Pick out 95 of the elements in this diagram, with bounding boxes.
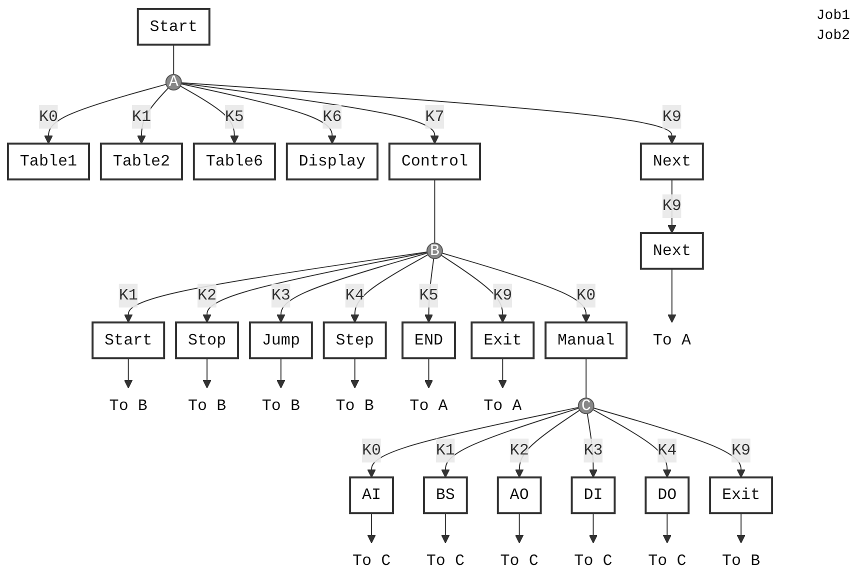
node-text: To B [262, 396, 300, 414]
node-box: Control [388, 142, 481, 180]
arrow [441, 512, 450, 543]
arrow [137, 87, 169, 144]
node-box: AO [496, 476, 542, 514]
node-box: BS [422, 476, 468, 514]
node-text: To C [648, 552, 686, 570]
arrow [593, 407, 746, 478]
edge-label: K0 [38, 108, 58, 126]
node-circle: A [165, 74, 182, 90]
node-text: To C [352, 552, 391, 570]
edge-label: K3 [584, 441, 603, 460]
edge-label: K2 [197, 286, 217, 304]
node-box: END [402, 321, 456, 359]
edge-label: K5 [419, 286, 438, 304]
edge-label: K9 [662, 196, 682, 215]
node-box: Display [286, 142, 378, 180]
edge-label: K1 [436, 441, 455, 460]
edge-label: K6 [322, 108, 342, 126]
arrow [202, 252, 428, 322]
edge-label: K5 [224, 108, 244, 126]
arrow [424, 357, 434, 388]
connector [586, 357, 587, 398]
node-box: Step [322, 321, 387, 359]
arrow [350, 254, 428, 322]
arrow [180, 82, 440, 144]
note-text: Job1 [816, 8, 850, 24]
node-text: To B [722, 552, 760, 570]
node-box: AI [349, 476, 394, 514]
node-box: Table6 [192, 142, 276, 180]
node-box: Start [92, 321, 166, 359]
edge-label: K9 [732, 441, 751, 460]
arrow [124, 251, 428, 322]
node-text: To C [426, 552, 465, 570]
edge-label: K0 [362, 441, 382, 460]
edge-label: K0 [576, 286, 596, 304]
edge-label: K1 [118, 286, 138, 304]
node-box: Exit [709, 476, 774, 514]
node-text: To B [109, 396, 148, 414]
arrow [367, 406, 579, 478]
arrow [668, 178, 676, 234]
arrow [498, 357, 508, 388]
arrow [276, 357, 286, 388]
arrow [668, 268, 676, 322]
node-box: Table2 [100, 142, 183, 180]
node-box: Next [640, 232, 704, 270]
node-text: To A [410, 396, 448, 414]
node-box: Exit [470, 321, 535, 359]
arrow [440, 254, 508, 322]
arrow [180, 83, 337, 144]
edge-label: K9 [662, 108, 682, 126]
connector [434, 178, 436, 244]
arrow [586, 412, 598, 478]
note-text: Job2 [816, 28, 850, 44]
node-box: Start [136, 8, 210, 46]
node-circle: B [426, 242, 443, 259]
arrow [592, 408, 672, 478]
arrow [442, 252, 590, 322]
node-text: To B [188, 396, 226, 414]
edge-label: K1 [132, 108, 151, 126]
node-text: To B [336, 396, 374, 414]
arrow [202, 357, 212, 388]
node-text: To A [652, 331, 691, 349]
edge-label: K9 [493, 286, 512, 304]
node-text: To C [500, 552, 538, 570]
edge-label: K3 [271, 286, 290, 304]
node-box: DO [644, 476, 690, 514]
node-box: Table1 [6, 142, 90, 180]
edge-label: K7 [425, 108, 444, 126]
node-text: To A [484, 396, 522, 414]
arrow [180, 82, 676, 144]
node-box: Next [640, 142, 704, 180]
edge-label: K4 [658, 441, 677, 460]
arrow [350, 357, 360, 388]
arrow [662, 512, 672, 543]
connector [173, 44, 174, 75]
arrow [736, 512, 746, 543]
arrow [276, 252, 428, 322]
arrow [44, 84, 167, 144]
edge-label: K4 [345, 286, 364, 304]
arrow [424, 258, 434, 322]
arrow [588, 512, 598, 543]
node-box: DI [570, 476, 616, 514]
arrow [514, 409, 580, 478]
arrow [124, 357, 133, 388]
arrow [514, 512, 524, 543]
node-box: Manual [544, 321, 628, 359]
node-text: To C [574, 552, 612, 570]
node-circle: C [578, 397, 594, 414]
node-box: Stop [175, 321, 240, 359]
node-box: Jump [248, 321, 313, 359]
edge-label: K2 [510, 441, 529, 460]
arrow [441, 407, 580, 478]
arrow [367, 512, 376, 543]
arrow [180, 85, 239, 144]
